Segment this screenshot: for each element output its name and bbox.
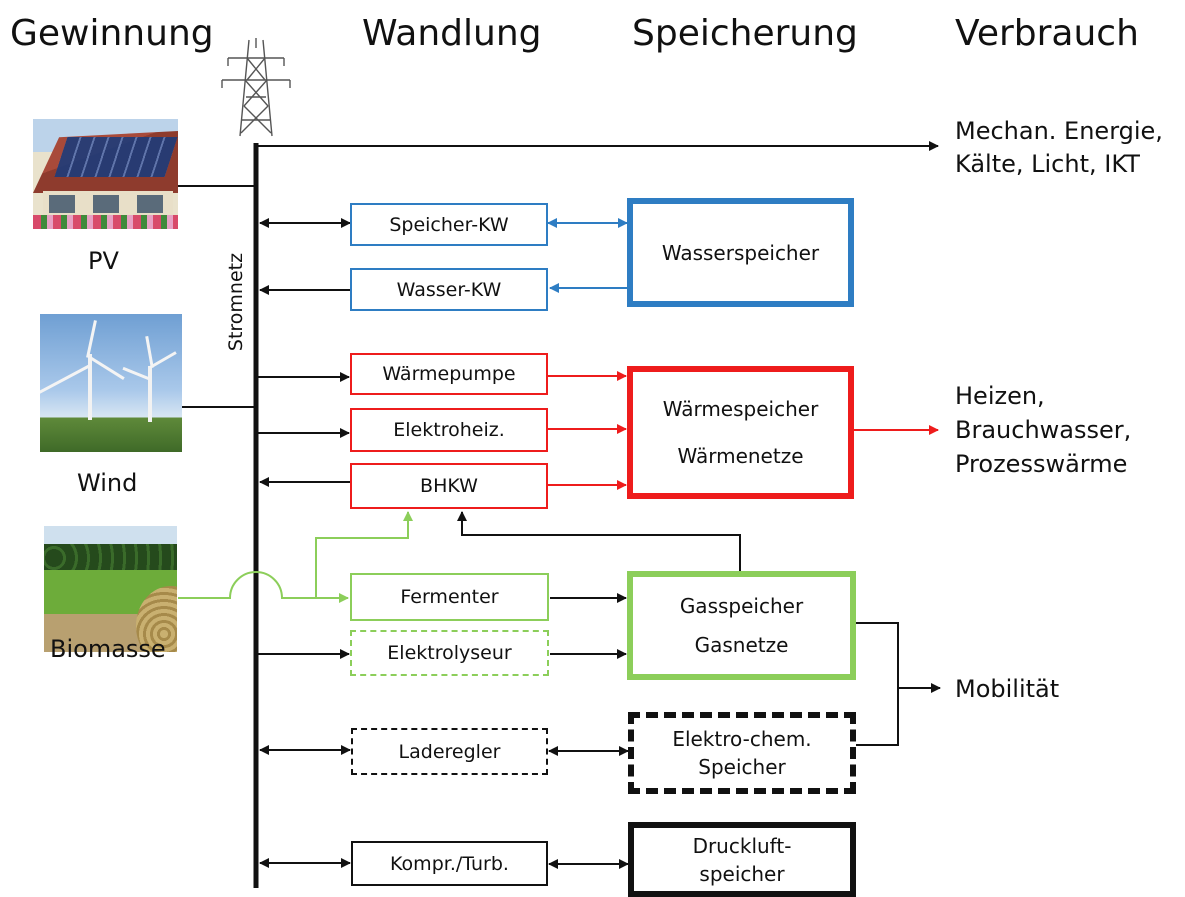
wind-turbine-photo <box>40 314 182 452</box>
pylon-icon <box>221 38 291 137</box>
pv-house-photo <box>33 119 178 229</box>
converter-wasser-kw: Wasser-KW <box>350 268 548 311</box>
grid-label: Stromnetz <box>225 252 247 352</box>
consumer-heat-line3: Prozesswärme <box>955 450 1128 478</box>
storage-wasserspeicher: Wasserspeicher <box>627 198 854 307</box>
converter-elektrolyseur: Elektrolyseur <box>350 630 549 676</box>
header-speicherung: Speicherung <box>632 13 858 54</box>
consumer-heat-line2: Brauchwasser, <box>955 416 1132 444</box>
converter-speicher-kw: Speicher-KW <box>350 203 548 246</box>
source-biomasse-label: Biomasse <box>50 635 166 663</box>
consumer-mobilitaet: Mobilität <box>955 675 1060 703</box>
header-gewinnung: Gewinnung <box>10 13 214 54</box>
converter-laderegler: Laderegler <box>351 728 548 775</box>
header-verbrauch: Verbrauch <box>955 13 1139 54</box>
converter-waermepumpe: Wärmepumpe <box>350 353 548 395</box>
converter-fermenter: Fermenter <box>350 573 549 621</box>
storage-elektrochem: Elektro-chem.Speicher <box>628 712 856 794</box>
converter-elektroheiz: Elektroheiz. <box>350 408 548 452</box>
consumer-mech-line1: Mechan. Energie, <box>955 117 1163 145</box>
header-wandlung: Wandlung <box>362 13 542 54</box>
biomass-field-photo <box>44 526 177 652</box>
source-wind-label: Wind <box>77 469 138 497</box>
consumer-heat-line1: Heizen, <box>955 382 1045 410</box>
converter-bhkw: BHKW <box>350 463 548 509</box>
storage-druckluft: Druckluft-speicher <box>628 822 856 897</box>
source-pv-label: PV <box>88 247 119 275</box>
consumer-mech-line2: Kälte, Licht, IKT <box>955 150 1140 178</box>
converter-kompr-turb: Kompr./Turb. <box>351 841 548 886</box>
